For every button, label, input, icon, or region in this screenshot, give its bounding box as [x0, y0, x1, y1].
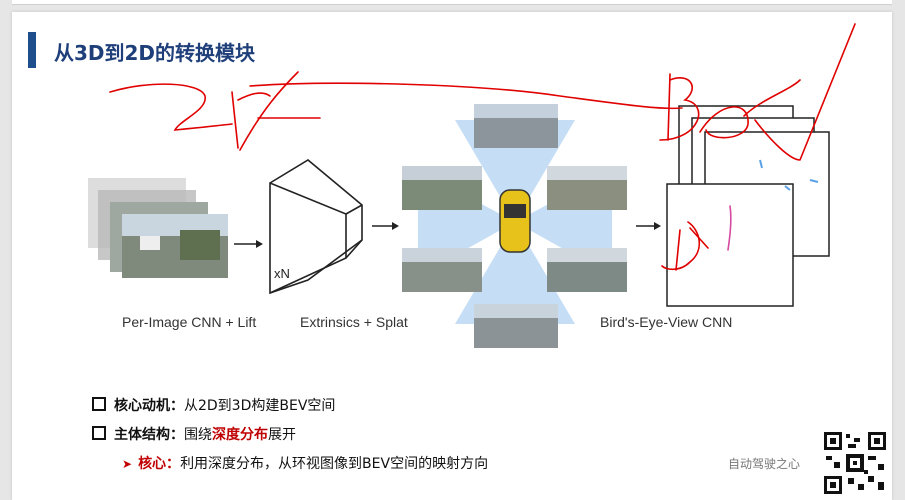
- sub-bullet-text: 利用深度分布，从环视图像到BEV空间的映射方向: [180, 456, 489, 472]
- caption-lift: Per-Image CNN + Lift: [122, 314, 257, 330]
- bullet-motivation: 核心动机：从2D到3D构建BEV空间: [92, 395, 335, 415]
- sub-bullet-core: ➤ 核心：利用深度分布，从环视图像到BEV空间的映射方向: [122, 453, 488, 473]
- sub-bullet-label: 核心：: [138, 456, 181, 472]
- bullet-text: 从2D到3D构建BEV空间: [184, 398, 336, 414]
- top-strip: [12, 0, 892, 5]
- footer-brand: 自动驾驶之心: [728, 457, 801, 471]
- bullet-label: 主体结构：: [114, 427, 184, 443]
- bullet-text-after: 展开: [268, 427, 296, 443]
- arrow-bullet-icon: ➤: [122, 457, 133, 471]
- checkbox-bullet-icon: [92, 397, 106, 411]
- bullet-label: 核心动机：: [114, 398, 184, 414]
- bullet-structure: 主体结构：围绕深度分布展开: [92, 424, 296, 444]
- bev-grid-stack: [666, 105, 830, 307]
- title-accent-bar: [28, 32, 36, 68]
- qr-code-icon: [822, 430, 888, 496]
- slide-title: 从3D到2D的转换模块: [54, 41, 256, 65]
- checkbox-bullet-icon: [92, 426, 106, 440]
- xn-label: xN: [274, 266, 290, 281]
- handwriting-annotations: [109, 23, 856, 271]
- caption-splat: Extrinsics + Splat: [300, 314, 408, 330]
- input-image-stack: [88, 178, 228, 278]
- caption-bev: Bird's-Eye-View CNN: [600, 314, 733, 330]
- bullet-highlight: 深度分布: [212, 427, 268, 443]
- cnn-frustum: [269, 159, 363, 295]
- splat-view: [402, 104, 627, 348]
- ego-car: [499, 189, 531, 253]
- bullet-text-before: 围绕: [184, 427, 212, 443]
